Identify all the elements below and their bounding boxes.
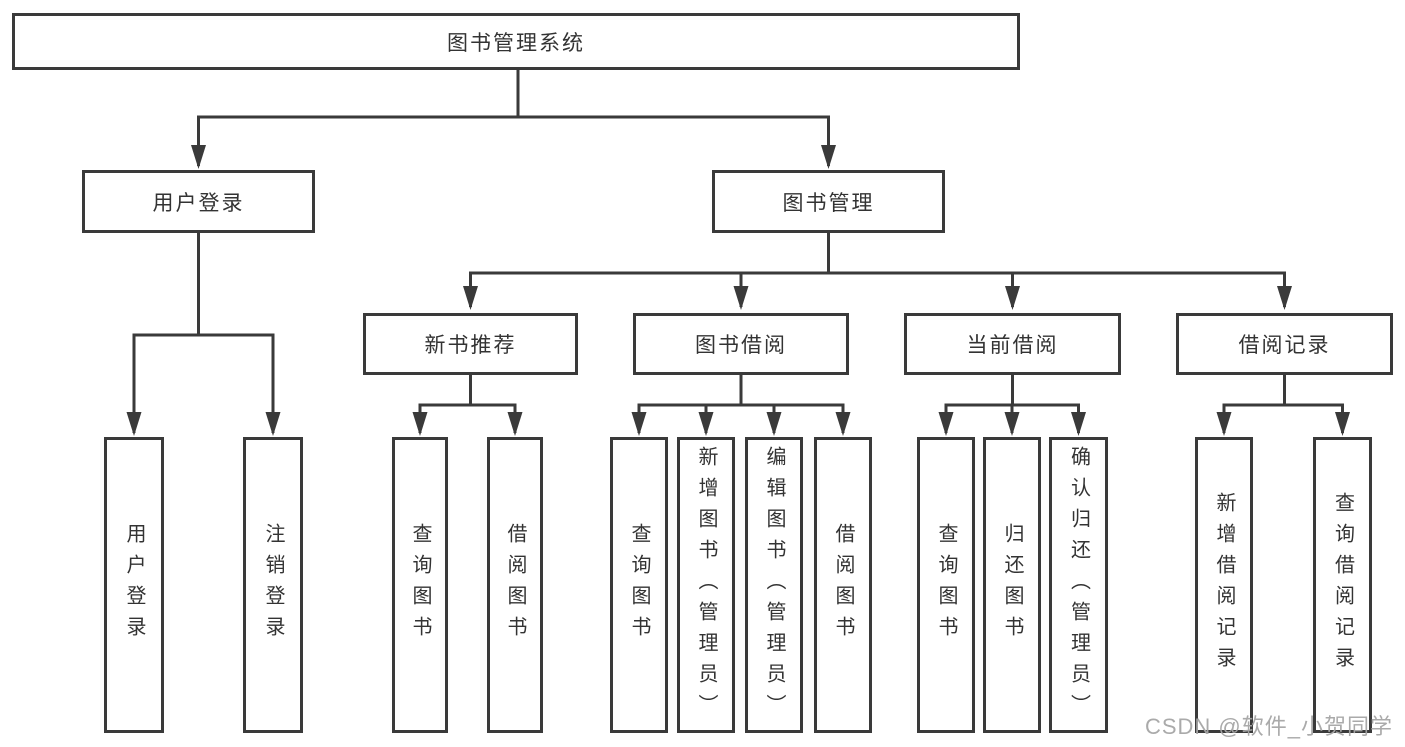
node-leaf-add-book-admin: 新增图书（管理员） [677, 437, 735, 733]
csdn-watermark: CSDN @软件_小贺同学 [1144, 714, 1393, 739]
node-current-borrow: 当前借阅 [904, 313, 1121, 375]
node-book-management: 图书管理 [712, 170, 945, 233]
node-leaf-logout: 注销登录 [243, 437, 303, 733]
node-root: 图书管理系统 [12, 13, 1020, 70]
node-leaf-user-login: 用户登录 [104, 437, 164, 733]
node-new-book-recommend: 新书推荐 [363, 313, 578, 375]
node-borrow-records: 借阅记录 [1176, 313, 1393, 375]
node-leaf-query-borrow-record: 查询借阅记录 [1313, 437, 1372, 733]
node-leaf-query-books-current: 查询图书 [917, 437, 975, 733]
node-leaf-return-books: 归还图书 [983, 437, 1041, 733]
node-leaf-query-books-recommend: 查询图书 [392, 437, 448, 733]
node-leaf-edit-book-admin: 编辑图书（管理员） [745, 437, 803, 733]
node-leaf-query-books-borrow: 查询图书 [610, 437, 668, 733]
node-book-borrow: 图书借阅 [633, 313, 849, 375]
node-leaf-borrow-books: 借阅图书 [814, 437, 872, 733]
node-leaf-borrow-books-recommend: 借阅图书 [487, 437, 543, 733]
node-leaf-add-borrow-record: 新增借阅记录 [1195, 437, 1253, 733]
node-user-login: 用户登录 [82, 170, 315, 233]
node-leaf-confirm-return-admin: 确认归还（管理员） [1049, 437, 1108, 733]
